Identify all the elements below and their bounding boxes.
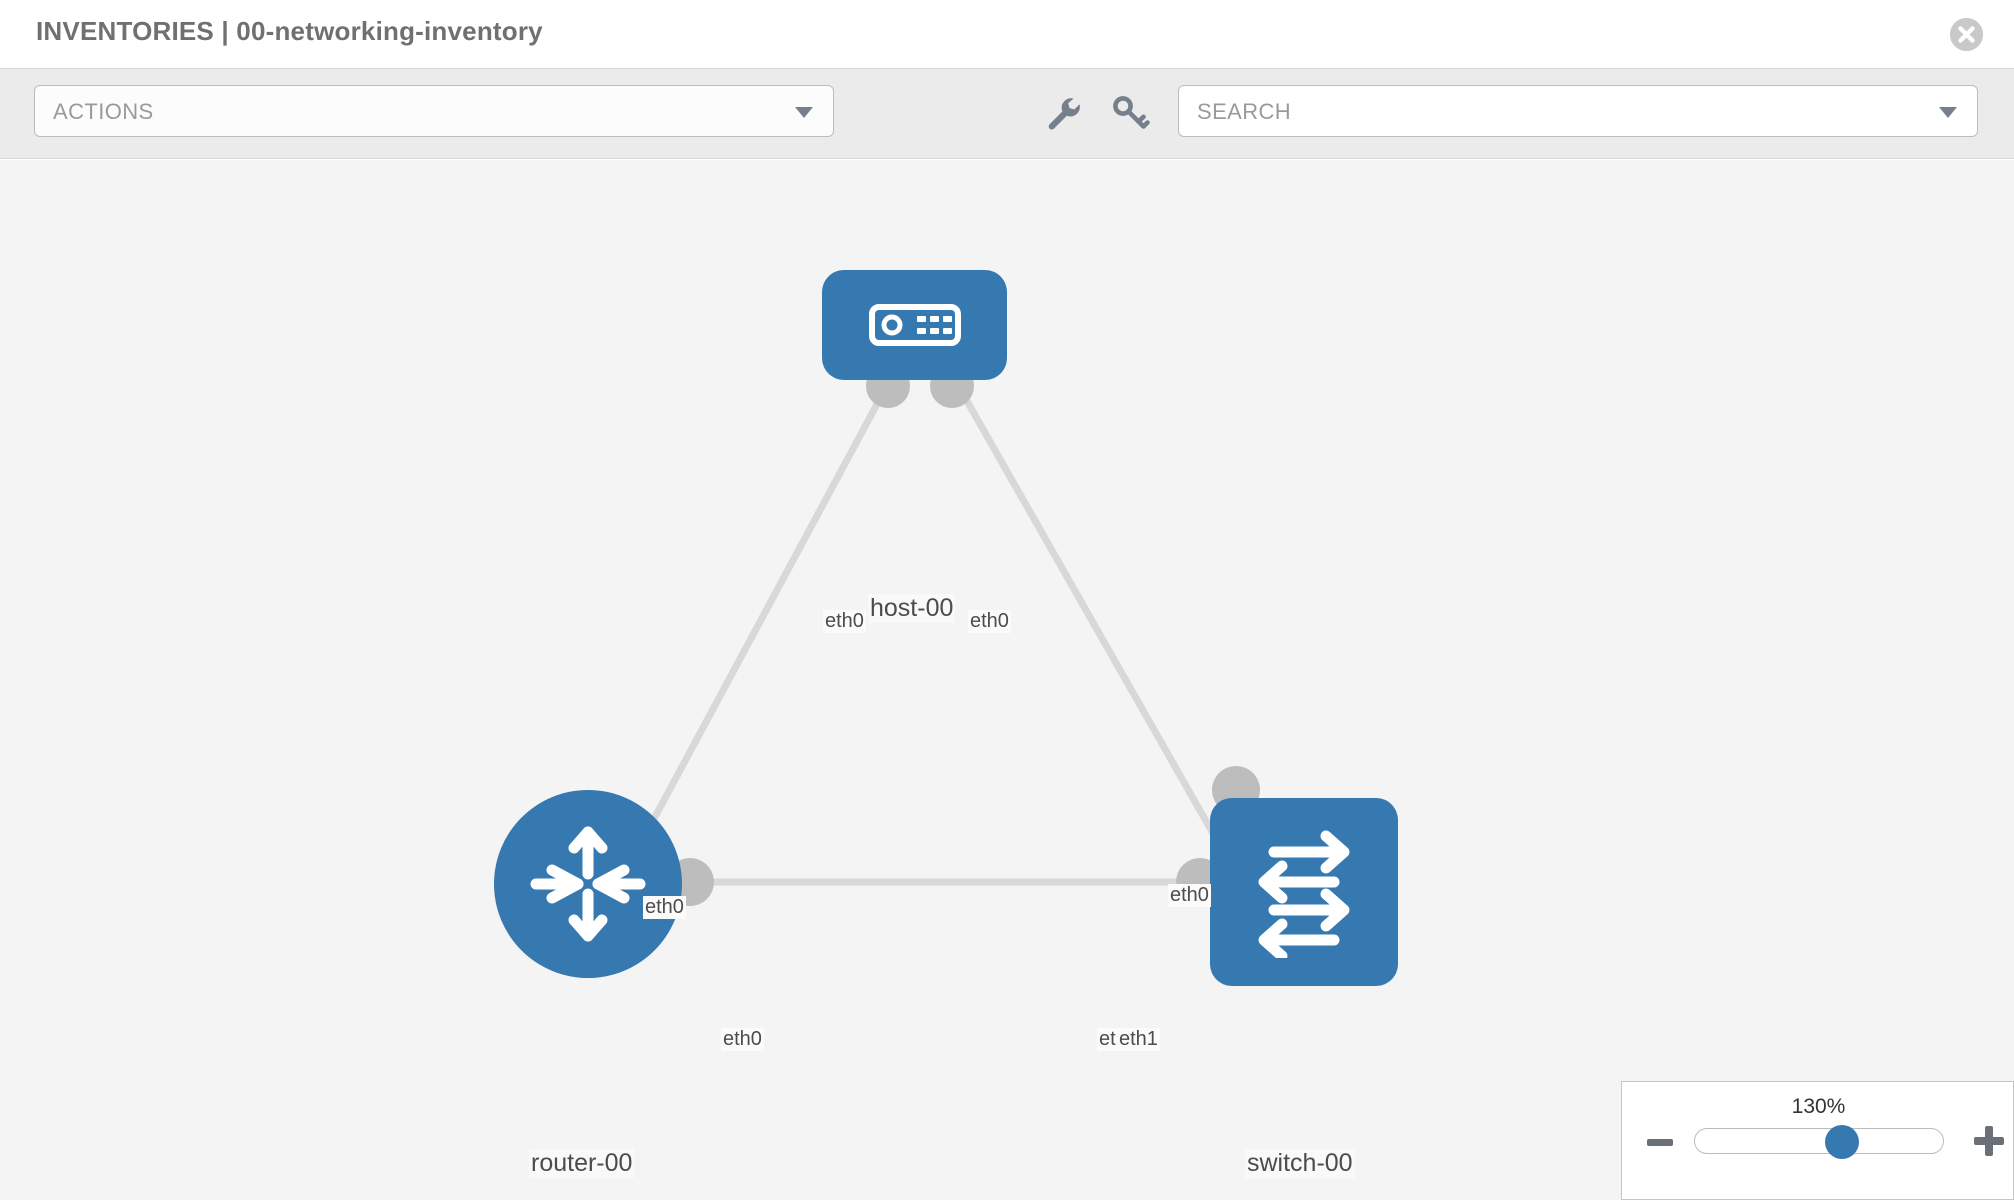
zoom-level-value: 130%: [1791, 1095, 1846, 1118]
search-input[interactable]: SEARCH: [1178, 85, 1978, 137]
zoom-slider-thumb[interactable]: [1824, 1125, 1859, 1159]
topology-node-switch-00[interactable]: [1210, 798, 1398, 986]
node-label-switch: switch-00: [1245, 1149, 1355, 1178]
edge-label-switch-up: eth0: [1168, 884, 1211, 907]
node-label-router: router-00: [529, 1149, 635, 1178]
minus-icon[interactable]: [1647, 1139, 1673, 1146]
key-icon[interactable]: [1108, 90, 1152, 134]
zoom-slider[interactable]: [1694, 1125, 1944, 1159]
edge-label-router-up: eth0: [643, 896, 686, 919]
edge-label-switch-eth1: eth1: [1117, 1028, 1160, 1051]
topology-node-router-00[interactable]: [494, 790, 682, 978]
link-lines: [616, 378, 1239, 886]
wrench-icon[interactable]: [1040, 90, 1084, 134]
edge-label-host-right: eth0: [968, 610, 1011, 633]
link-host-router: [616, 378, 894, 884]
topology-node-host-00[interactable]: [822, 270, 1007, 380]
edge-label-router-eth0: eth0: [721, 1028, 764, 1051]
topology-links: [616, 364, 1260, 906]
actions-dropdown[interactable]: ACTIONS: [34, 85, 834, 137]
search-placeholder: SEARCH: [1197, 99, 1292, 124]
plus-icon[interactable]: [1974, 1126, 2004, 1156]
server-icon: [868, 304, 961, 346]
node-label-host: host-00: [868, 594, 956, 623]
zoom-control-panel: 130%: [1621, 1081, 2014, 1200]
router-arrows-icon: [530, 826, 646, 942]
switch-arrows-icon: [1258, 830, 1350, 958]
link-host-switch: [951, 378, 1239, 874]
chevron-down-icon: [795, 107, 813, 118]
page-title: INVENTORIES | 00-networking-inventory: [36, 16, 543, 46]
chevron-down-icon: [1939, 107, 1957, 118]
close-icon[interactable]: [1950, 18, 1983, 51]
actions-dropdown-label: ACTIONS: [53, 99, 154, 124]
edge-label-host-left: eth0: [823, 610, 866, 633]
page-header: INVENTORIES | 00-networking-inventory: [0, 0, 2014, 69]
topology-canvas[interactable]: host-00 router-00 switch-00 eth0 eth0 et…: [0, 160, 2014, 1200]
